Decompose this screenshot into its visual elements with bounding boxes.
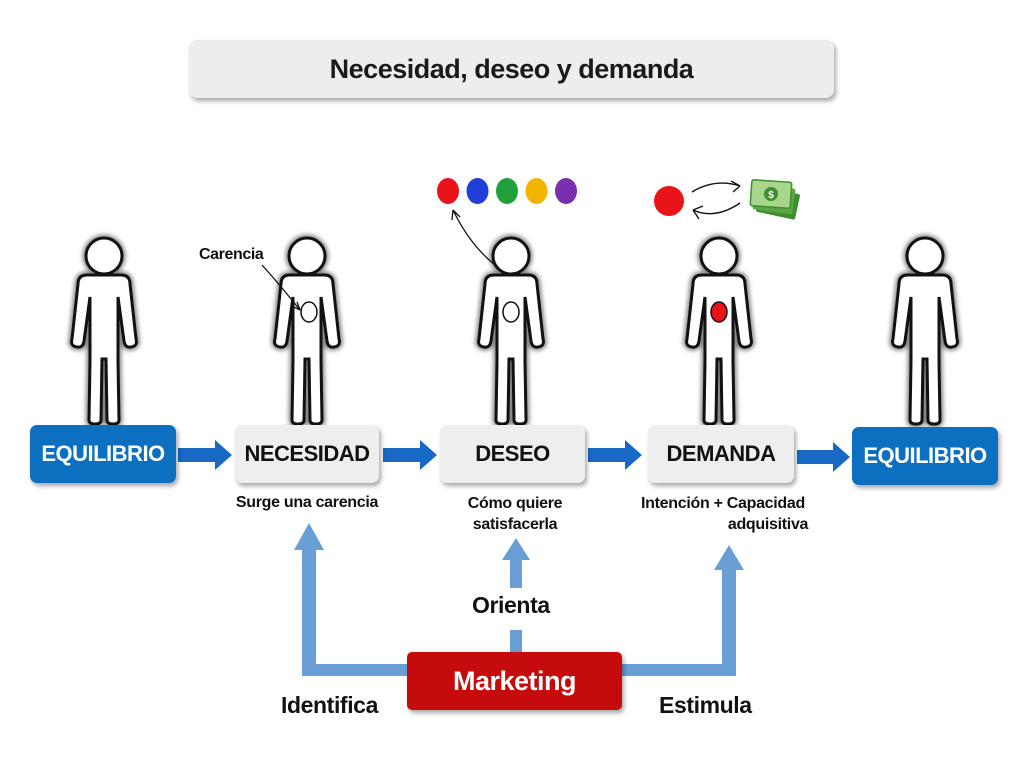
demanda-caption-line: adquisitiva [727, 516, 809, 533]
person-figure-necesidad [275, 238, 340, 424]
estimula-label: Estimula [659, 692, 752, 718]
desire-option-dot [496, 178, 518, 204]
necesidad-caption: Surge una carencia [235, 494, 379, 511]
carencia-label: Carencia [199, 246, 264, 263]
person-figure-demanda [687, 238, 752, 424]
deseo-caption: Cómo quiere satisfacerla [430, 493, 600, 535]
stage-demanda: DEMANDA [648, 425, 794, 483]
person-figure-equilibrio-final [893, 238, 958, 424]
exchange-arrow-icon [691, 182, 741, 193]
identifica-arrow [294, 523, 407, 676]
stage-deseo: DESEO [440, 425, 585, 483]
orienta-arrow [502, 538, 530, 588]
flow-arrow [383, 440, 437, 470]
desire-option-dot [466, 178, 489, 204]
estimula-arrow [622, 545, 744, 676]
empty-heart-icon [502, 301, 520, 323]
filled-heart-icon [710, 301, 728, 323]
demanda-caption-line: Intención + Capacidad [641, 495, 805, 512]
identifica-label: Identifica [281, 692, 378, 718]
orienta-arrow [510, 630, 522, 652]
person-figure-equilibrio [72, 238, 137, 424]
money-bills-icon: $ [749, 179, 800, 220]
desire-option-dot [555, 178, 577, 204]
deseo-caption-line: Cómo quiere [467, 495, 563, 512]
desire-option-dot [437, 178, 459, 204]
marketing-box: Marketing [407, 652, 622, 710]
desire-curved-arrow [452, 209, 496, 266]
stage-equilibrio-final: EQUILIBRIO [852, 427, 998, 485]
deseo-caption-line: satisfacerla [472, 516, 558, 533]
desire-options-dots [437, 178, 577, 204]
red-product-dot-icon [654, 186, 684, 216]
stage-necesidad: NECESIDAD [235, 425, 379, 483]
desire-option-dot [525, 178, 548, 204]
empty-heart-icon [300, 301, 318, 323]
flow-arrow [588, 440, 642, 470]
flow-arrow [178, 440, 232, 470]
demanda-caption: Intención + Capacidad adquisitiva [628, 493, 818, 535]
flow-arrow [797, 442, 850, 472]
stage-equilibrio: EQUILIBRIO [30, 425, 176, 483]
carencia-pointer-arrow [261, 264, 301, 311]
svg-text:$: $ [768, 190, 774, 201]
exchange-arrow-icon [692, 202, 741, 215]
person-figure-deseo [479, 238, 544, 424]
orienta-label: Orienta [472, 592, 550, 618]
page-title: Necesidad, deseo y demanda [189, 40, 834, 98]
